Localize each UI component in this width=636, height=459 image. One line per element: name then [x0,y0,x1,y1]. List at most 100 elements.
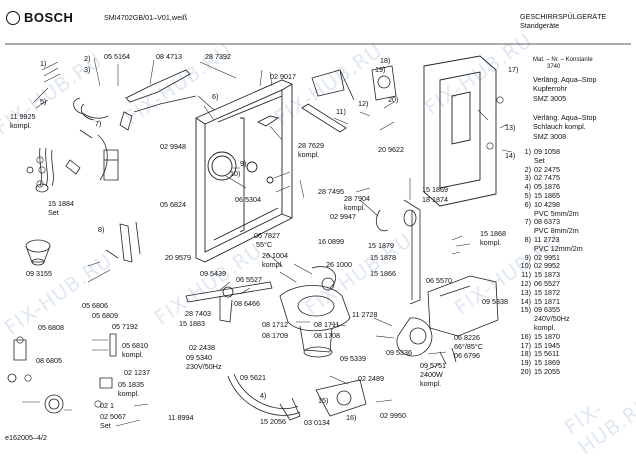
legend-row: Set [515,156,633,166]
legend-value: 11 2723 [534,234,560,244]
legend-number: 1) [524,147,531,156]
legend-number: 19) [520,358,531,368]
aqua-stop-pipe-drawing [375,199,421,305]
callout-number: 5) [40,97,47,106]
part-label: 05 6810 [122,341,148,350]
part-label: 28 7495 [318,187,344,196]
part-label: 230V/50Hz [186,362,222,371]
legend-row: PVC 5mm/2m [515,209,633,219]
part-label: 06 5527 [236,275,262,284]
part-label: 08 1712 [262,320,288,329]
part-label: 02 9948 [160,142,186,151]
part-label: 05 7192 [112,322,138,331]
callout-number: 17) [508,65,519,74]
parts-legend: 1)09 1058 Set 2)02 2475 3)02 7475 4)05 1… [515,147,633,377]
part-label: 20 9579 [165,253,191,262]
callout-number: 7) [95,119,102,128]
part-label: 06 5570 [426,276,452,285]
callout-number: 4) [260,391,267,400]
legend-number: 14) [520,296,531,306]
legend-row: 18)15 5611 [515,350,633,359]
part-label: 06 7827 [254,231,280,240]
tub-drawing [195,79,293,263]
part-label: 15 1878 [370,253,396,262]
legend-row: 10)02 9952 [515,262,633,271]
legend-number: 15) [520,305,531,315]
callout-number: 20) [388,95,399,104]
left-parts-drawing [7,333,117,414]
part-label: 09 5338 [482,297,508,306]
legend-number [515,315,534,324]
part-label: 28 7904 [344,194,370,203]
legend-value: PVC 8mm/2m [534,226,579,236]
part-label: 02 9947 [330,212,356,221]
leader-lines [22,57,513,427]
legend-value: 15 1871 [534,296,560,306]
part-label: 09 5340 [186,353,212,362]
part-label: 18 1874 [422,195,448,204]
legend-row: 17)15 1945 [515,340,633,351]
spray-arm-drawing [185,281,273,323]
legend-number: 13) [520,287,531,297]
legend-value: 09 6355 [534,305,560,315]
note-1-line-2: Kupferrohr [533,84,567,93]
legend-value: 240V/50Hz [534,314,570,324]
legend-row: PVC 8mm/2m [515,226,633,236]
part-label: 02 1 [100,401,114,410]
part-label: 15 1869 [422,185,448,194]
door-panel-drawing [423,55,497,207]
legend-value: 02 9951 [534,252,560,262]
document-title: GESCHIRRSPÜLGERÄTE [520,12,607,21]
callout-number: 10) [230,169,241,178]
part-label: 03 0134 [304,418,330,427]
callout-number: 18) [380,56,391,65]
note-2-line-2: Schlauch kompl. [533,122,586,131]
part-label: 66°/85°C [454,342,483,351]
legend-value: PVC 12mm/2m [534,243,583,253]
part-label: 15 1868 [480,229,506,238]
legend-row: 9)02 9951 [515,252,633,263]
material-constant-label: Mat. – Nr. – Konstante [533,57,593,63]
callout-number: 11) [336,107,346,116]
part-label: 09 5336 [386,348,412,357]
callout-number: 13) [505,123,516,132]
part-label: 09 5439 [200,269,226,278]
legend-row: 12)06 5527 [515,279,633,289]
legend-value: 15 1945 [534,340,560,350]
legend-value: 09 1058 [534,147,560,156]
part-label: 06 6796 [454,351,480,360]
outlet-hose-drawing [227,373,367,421]
model-number: SMI4702GB/01–V01,weiß [104,13,188,22]
legend-value: 10 4298 [534,199,560,209]
part-label: 15 1883 [179,319,205,328]
legend-row: kompl. [515,323,633,333]
part-label: 02 9017 [270,72,296,81]
legend-number: 16) [520,331,531,341]
part-label: 20 9622 [378,145,404,154]
part-label: 05 6824 [160,200,186,209]
part-label: 08 1711 [314,320,340,329]
part-label: 15 1879 [368,241,394,250]
part-label: 02 5067 [100,412,126,421]
brand-logo-mark [6,11,20,25]
callout-number: 12) [358,99,369,108]
legend-row: 7)08 6373 [515,218,633,227]
legend-row: 15)09 6355 [515,306,633,315]
legend-number: 20) [520,366,531,376]
legend-value: 02 7475 [534,173,560,183]
part-label: 28 7629 [298,141,324,150]
part-label: kompl. [10,121,32,130]
legend-number: 3) [524,173,531,183]
legend-row: 240V/50Hz [515,314,633,324]
legend-row: 16)15 1870 [515,331,633,342]
part-label: 28 7392 [205,52,231,61]
legend-number: 4) [524,182,531,192]
legend-number: 11) [521,270,531,280]
part-label: 06 5304 [235,195,261,204]
legend-row: 20)15 2055 [515,366,633,377]
part-label: 26 1000 [326,260,352,269]
part-label: 05 1835 [118,380,144,389]
document-code: e162005–4/2 [5,433,47,442]
upper-spray-arm-drawing [301,69,355,133]
